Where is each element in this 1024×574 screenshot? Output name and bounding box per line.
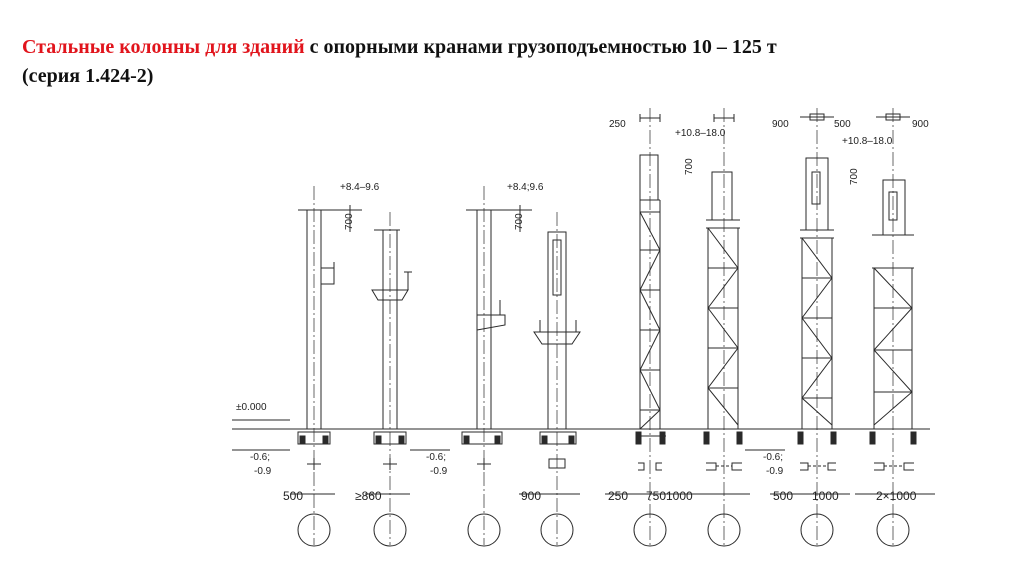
- c1-width-label: 500: [283, 489, 303, 503]
- c6-depth-a: -0.6;: [763, 452, 783, 463]
- c7-height-label: +10.8–18.0: [842, 136, 893, 147]
- column-5: [633, 108, 667, 547]
- c3-height-label: +8.4;9.6: [507, 182, 544, 193]
- c5-width-b-label: 750: [646, 489, 666, 503]
- title-line2: (серия 1.424-2): [22, 65, 154, 87]
- c7-900-label: 900: [772, 119, 789, 130]
- c6-depth-b: -0.9: [766, 466, 784, 477]
- title-red-part: Стальные колонны для зданий: [22, 36, 305, 58]
- title-black-part: с опорными кранами грузоподъемностью 10 …: [304, 36, 777, 58]
- c8-width-label: 1000: [812, 489, 839, 503]
- column-2: [365, 212, 412, 547]
- c1-height-label: +8.4–9.6: [340, 182, 380, 193]
- column-3: [461, 186, 532, 547]
- c4-width-label: 900: [521, 489, 541, 503]
- column-8: [869, 108, 917, 547]
- column-4: [519, 212, 581, 547]
- column-6: [703, 108, 743, 547]
- c1-depth-a: -0.6;: [250, 452, 270, 463]
- column-7: [797, 108, 837, 547]
- c9-width-label: 2×1000: [876, 489, 917, 503]
- c5-height-label: +10.8–18.0: [675, 128, 726, 139]
- c7-width-label: 500: [773, 489, 793, 503]
- c8-900-label: 900: [912, 119, 929, 130]
- c5-250-label: 250: [609, 119, 626, 130]
- c1-depth-b: -0.9: [254, 466, 272, 477]
- c1-700-label: 700: [344, 213, 355, 230]
- c6-width-label: 1000: [666, 489, 693, 503]
- column-1: [290, 186, 362, 547]
- c2-width-label: ≥860: [355, 489, 382, 503]
- c5-700-label: 700: [684, 158, 695, 175]
- c2-depth-a: -0.6;: [426, 452, 446, 463]
- zero-level-label: ±0.000: [236, 402, 267, 413]
- c7-700-label: 700: [849, 168, 860, 185]
- c3-700-label: 700: [514, 213, 525, 230]
- slide-title: Стальные колонны для зданий с опорными к…: [22, 33, 1012, 91]
- c5-width-a-label: 250: [608, 489, 628, 503]
- c7-500-label: 500: [834, 119, 851, 130]
- c2-depth-b: -0.9: [430, 466, 448, 477]
